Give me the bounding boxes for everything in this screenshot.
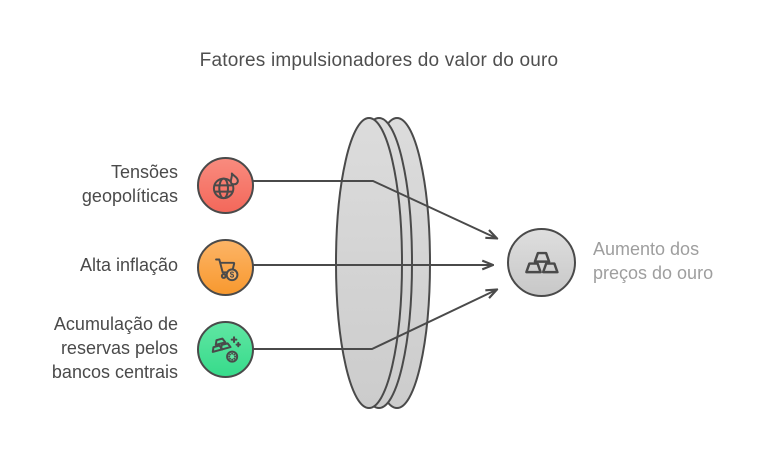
factor-label-alta-inflacao: Alta inflação [79,255,178,275]
connector-tensoes [253,180,496,238]
lens-shape [335,117,431,409]
connector-reservas [253,290,496,350]
gold-bars-plus-icon [211,335,241,363]
cart-coin-icon: $ [214,258,238,281]
svg-text:$: $ [229,270,234,279]
diagram-title: Fatores impulsionadores do valor do ouro [199,50,559,71]
factor-label-tensoes-geopoliticas: Tensões geopolíticas [81,162,178,206]
factor-label-acumulacao-reservas: Acumulação de reservas pelos bancos cent… [51,314,178,382]
outcome-circle-precos-ouro [507,228,576,297]
factor-circle-acumulacao-reservas [197,321,254,378]
factor-circle-alta-inflacao: $ [197,239,254,296]
gold-ingots-icon [524,251,559,273]
factor-circle-tensoes-geopoliticas [197,157,254,214]
outcome-label-precos-ouro: Aumento dos preços do ouro [593,239,714,283]
globe-flame-icon [212,172,239,199]
